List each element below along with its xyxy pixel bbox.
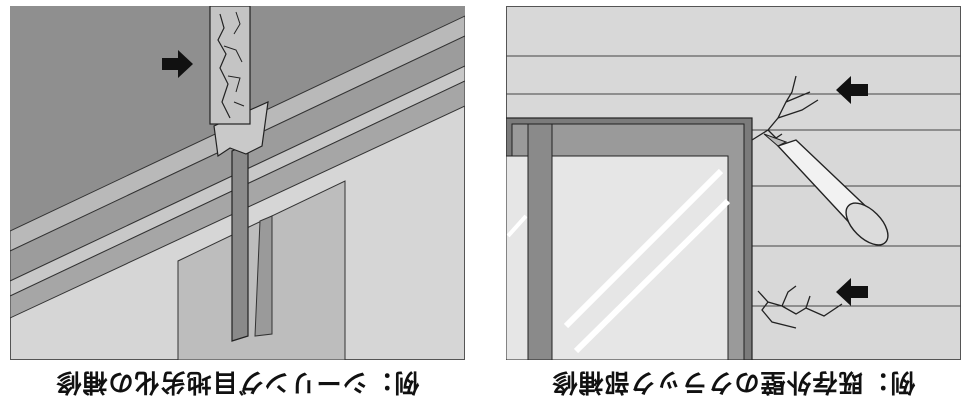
wall-crack-drawing: [506, 6, 961, 360]
glass-reflection: [563, 168, 724, 329]
sealant-joint-illustration: [10, 6, 465, 360]
caulking-gun-icon: [763, 133, 889, 246]
cracked-sealant: [209, 6, 251, 125]
sealant-joint-drawing: [10, 6, 465, 360]
arrow-icon: [836, 76, 868, 104]
joint-channel: [231, 143, 249, 342]
figure-caption-sealant: 例：シーリング目地劣化の補修: [55, 368, 420, 397]
glass-reflection: [506, 214, 528, 238]
sealant-crack-line: [217, 13, 231, 119]
window-mullion: [527, 123, 553, 360]
arrow-icon: [836, 278, 868, 306]
wall-crack-lower: [757, 285, 843, 329]
sealant-crack-branches: [223, 11, 245, 107]
panel-groove: [254, 215, 273, 337]
arrow-icon: [162, 50, 193, 78]
wall-crack-upper: [751, 75, 819, 141]
joint-corner-piece: [213, 101, 269, 158]
wall-crack-illustration: [506, 6, 961, 360]
figure-caption-crack: 例：既存外壁のクラック部補修: [551, 368, 916, 397]
window-glass-side: [506, 155, 529, 360]
glass-reflection: [573, 198, 731, 354]
